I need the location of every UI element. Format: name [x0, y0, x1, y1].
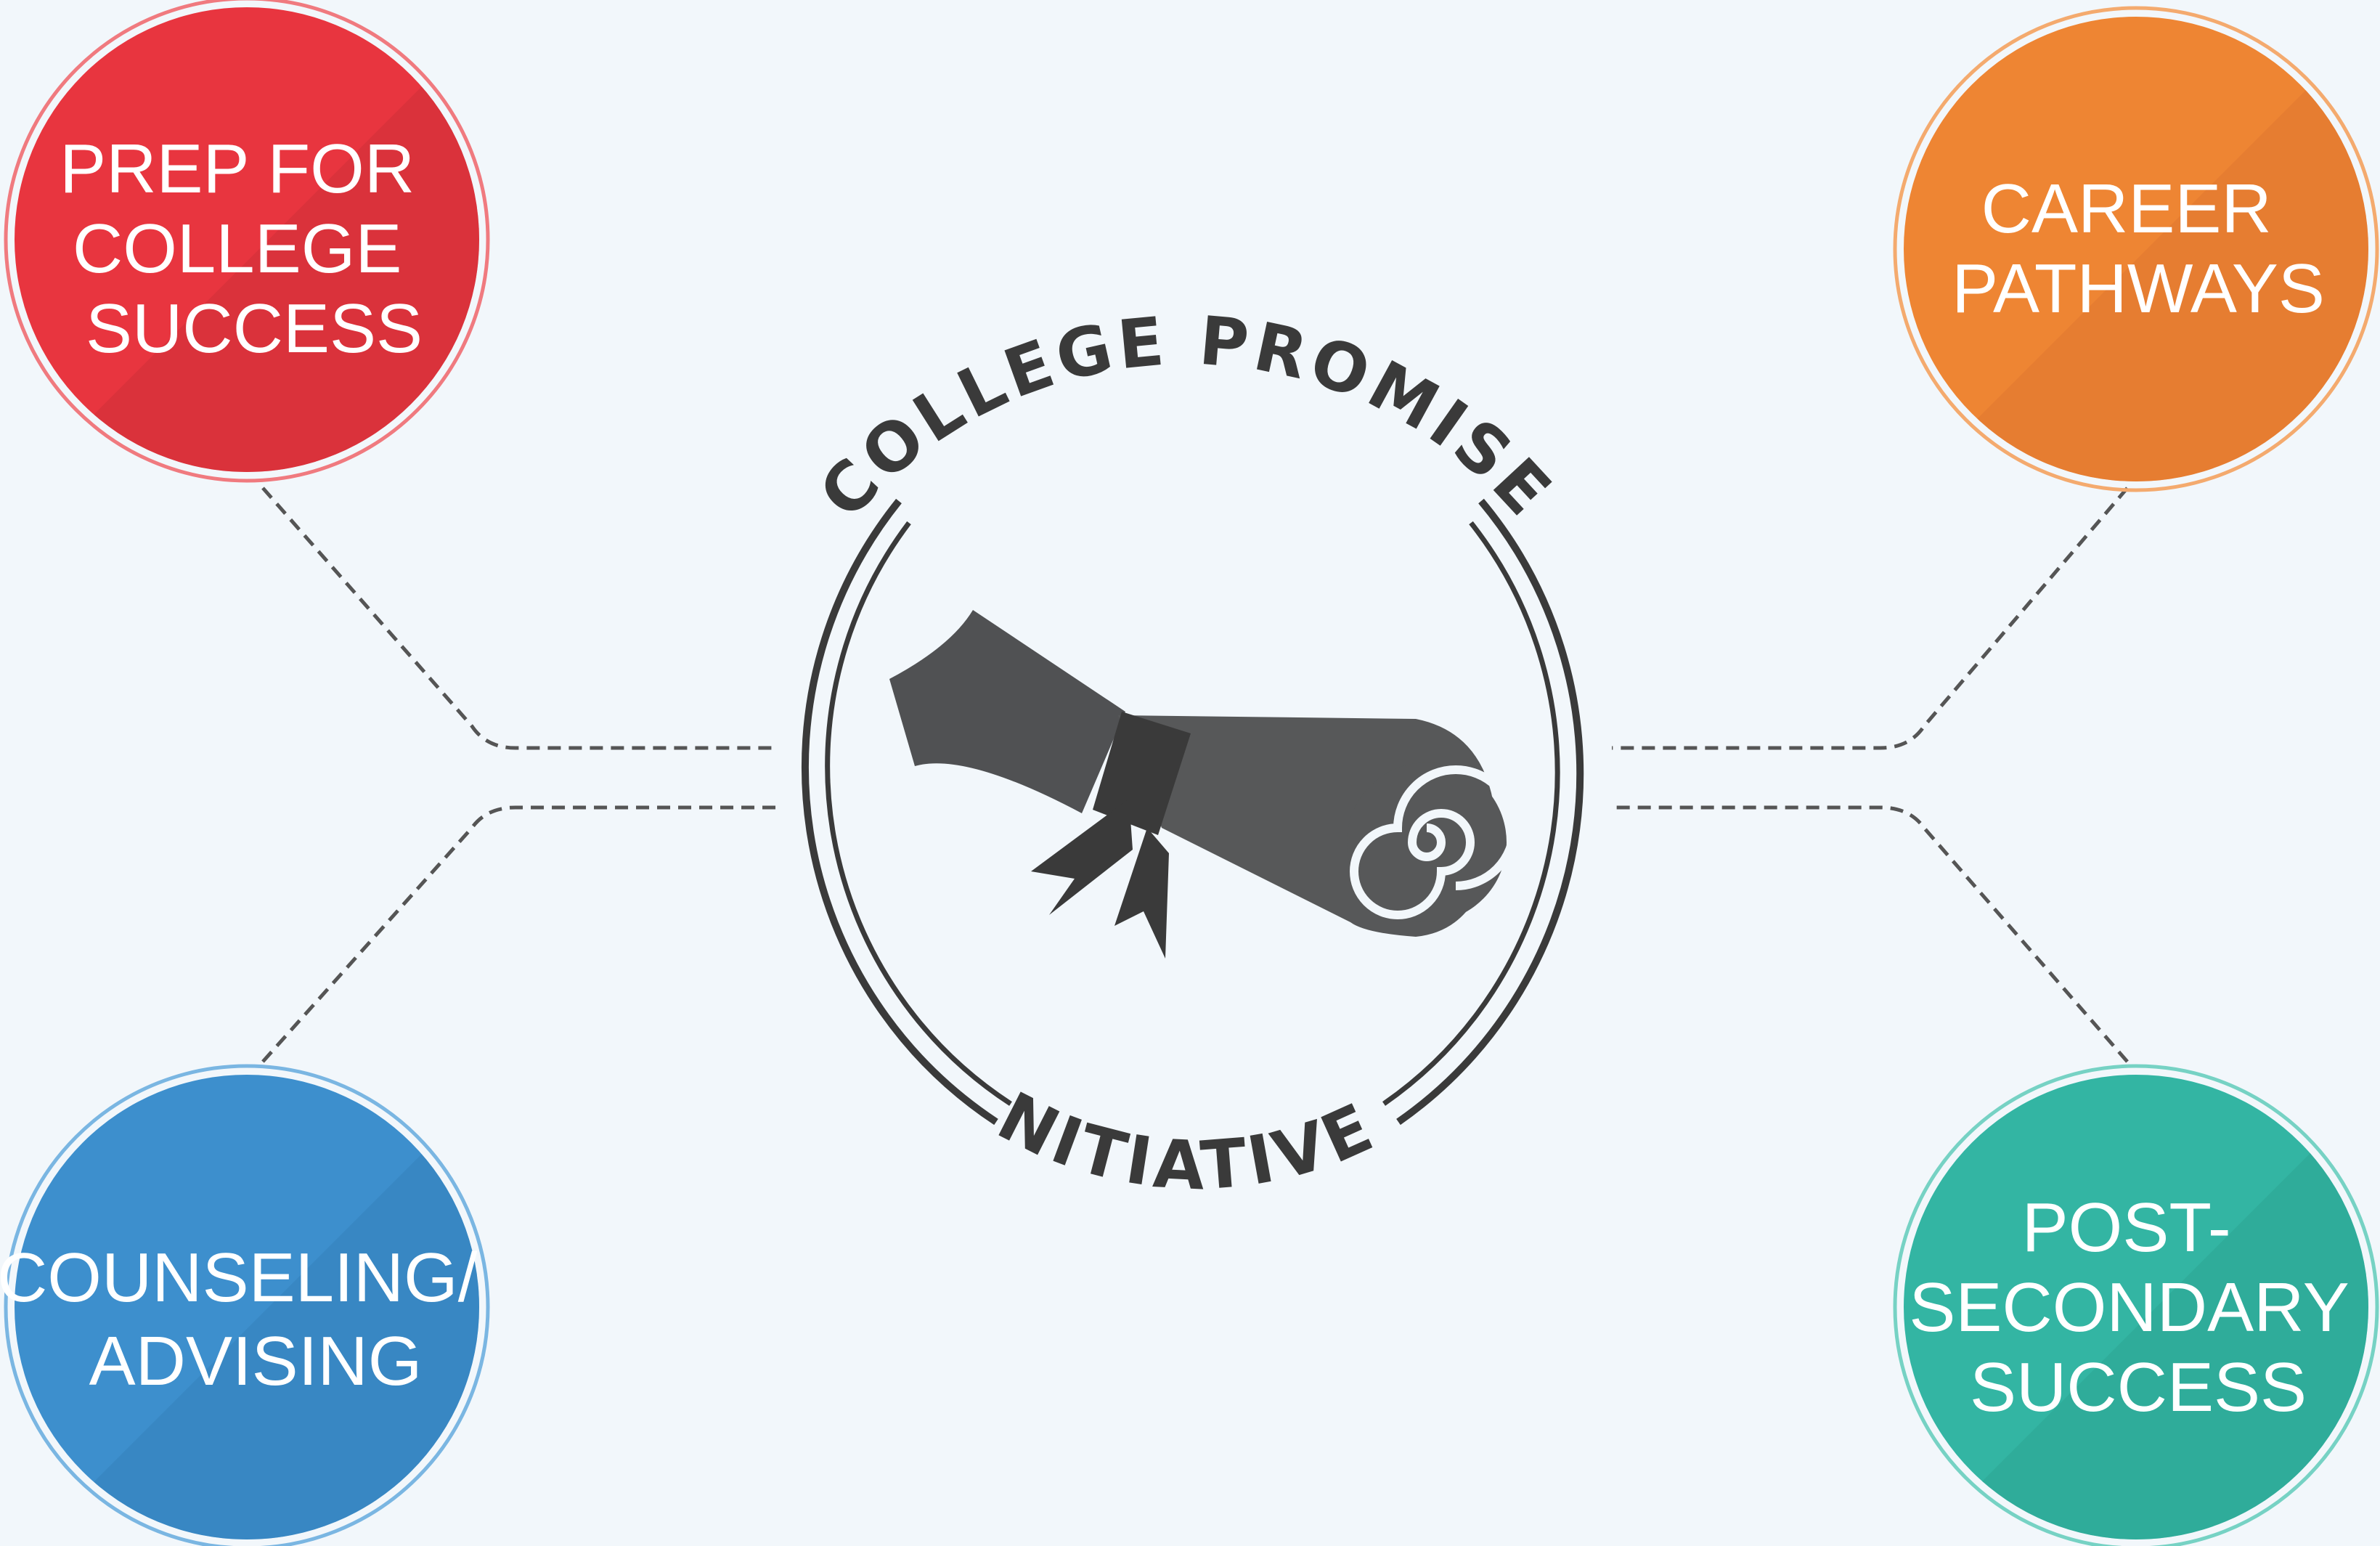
connector-prep [261, 487, 777, 750]
node-career-border [1893, 6, 2379, 492]
node-prep: PREP FOR COLLEGE SUCCESS [4, 0, 490, 483]
node-postsecondary: POST- SECONDARY SUCCESS [1893, 1064, 2379, 1546]
connector-postsecondary [1612, 805, 2129, 1063]
diploma-scroll-icon [889, 610, 1518, 959]
node-career-shade [1904, 17, 2368, 481]
connectors [261, 487, 2129, 1063]
badge-inner-ring-right [1382, 521, 1560, 1106]
node-counseling-border [4, 1064, 490, 1546]
connector-career [1612, 487, 2129, 750]
node-counseling-label: COUNSELING/ ADVISING [0, 1239, 497, 1400]
node-postsecondary-shade [1904, 1075, 2368, 1539]
badge-title-top: COLLEGE PROMISE [804, 302, 1568, 533]
connector-counseling [261, 805, 777, 1063]
node-postsecondary-border [1893, 1064, 2379, 1546]
node-counseling: COUNSELING/ ADVISING [0, 1064, 497, 1546]
node-prep-label: PREP FOR COLLEGE SUCCESS [60, 130, 434, 367]
node-career-label: CAREER PATHWAYS [1952, 170, 2325, 327]
badge-inner-ring-left [825, 521, 1012, 1106]
node-postsecondary-label: POST- SECONDARY SUCCESS [1909, 1189, 2367, 1426]
badge-outer-ring-right [1396, 498, 1584, 1126]
node-prep-border [4, 0, 490, 483]
node-career: CAREER PATHWAYS [1893, 6, 2379, 492]
badge-outer-ring-left [801, 498, 998, 1126]
